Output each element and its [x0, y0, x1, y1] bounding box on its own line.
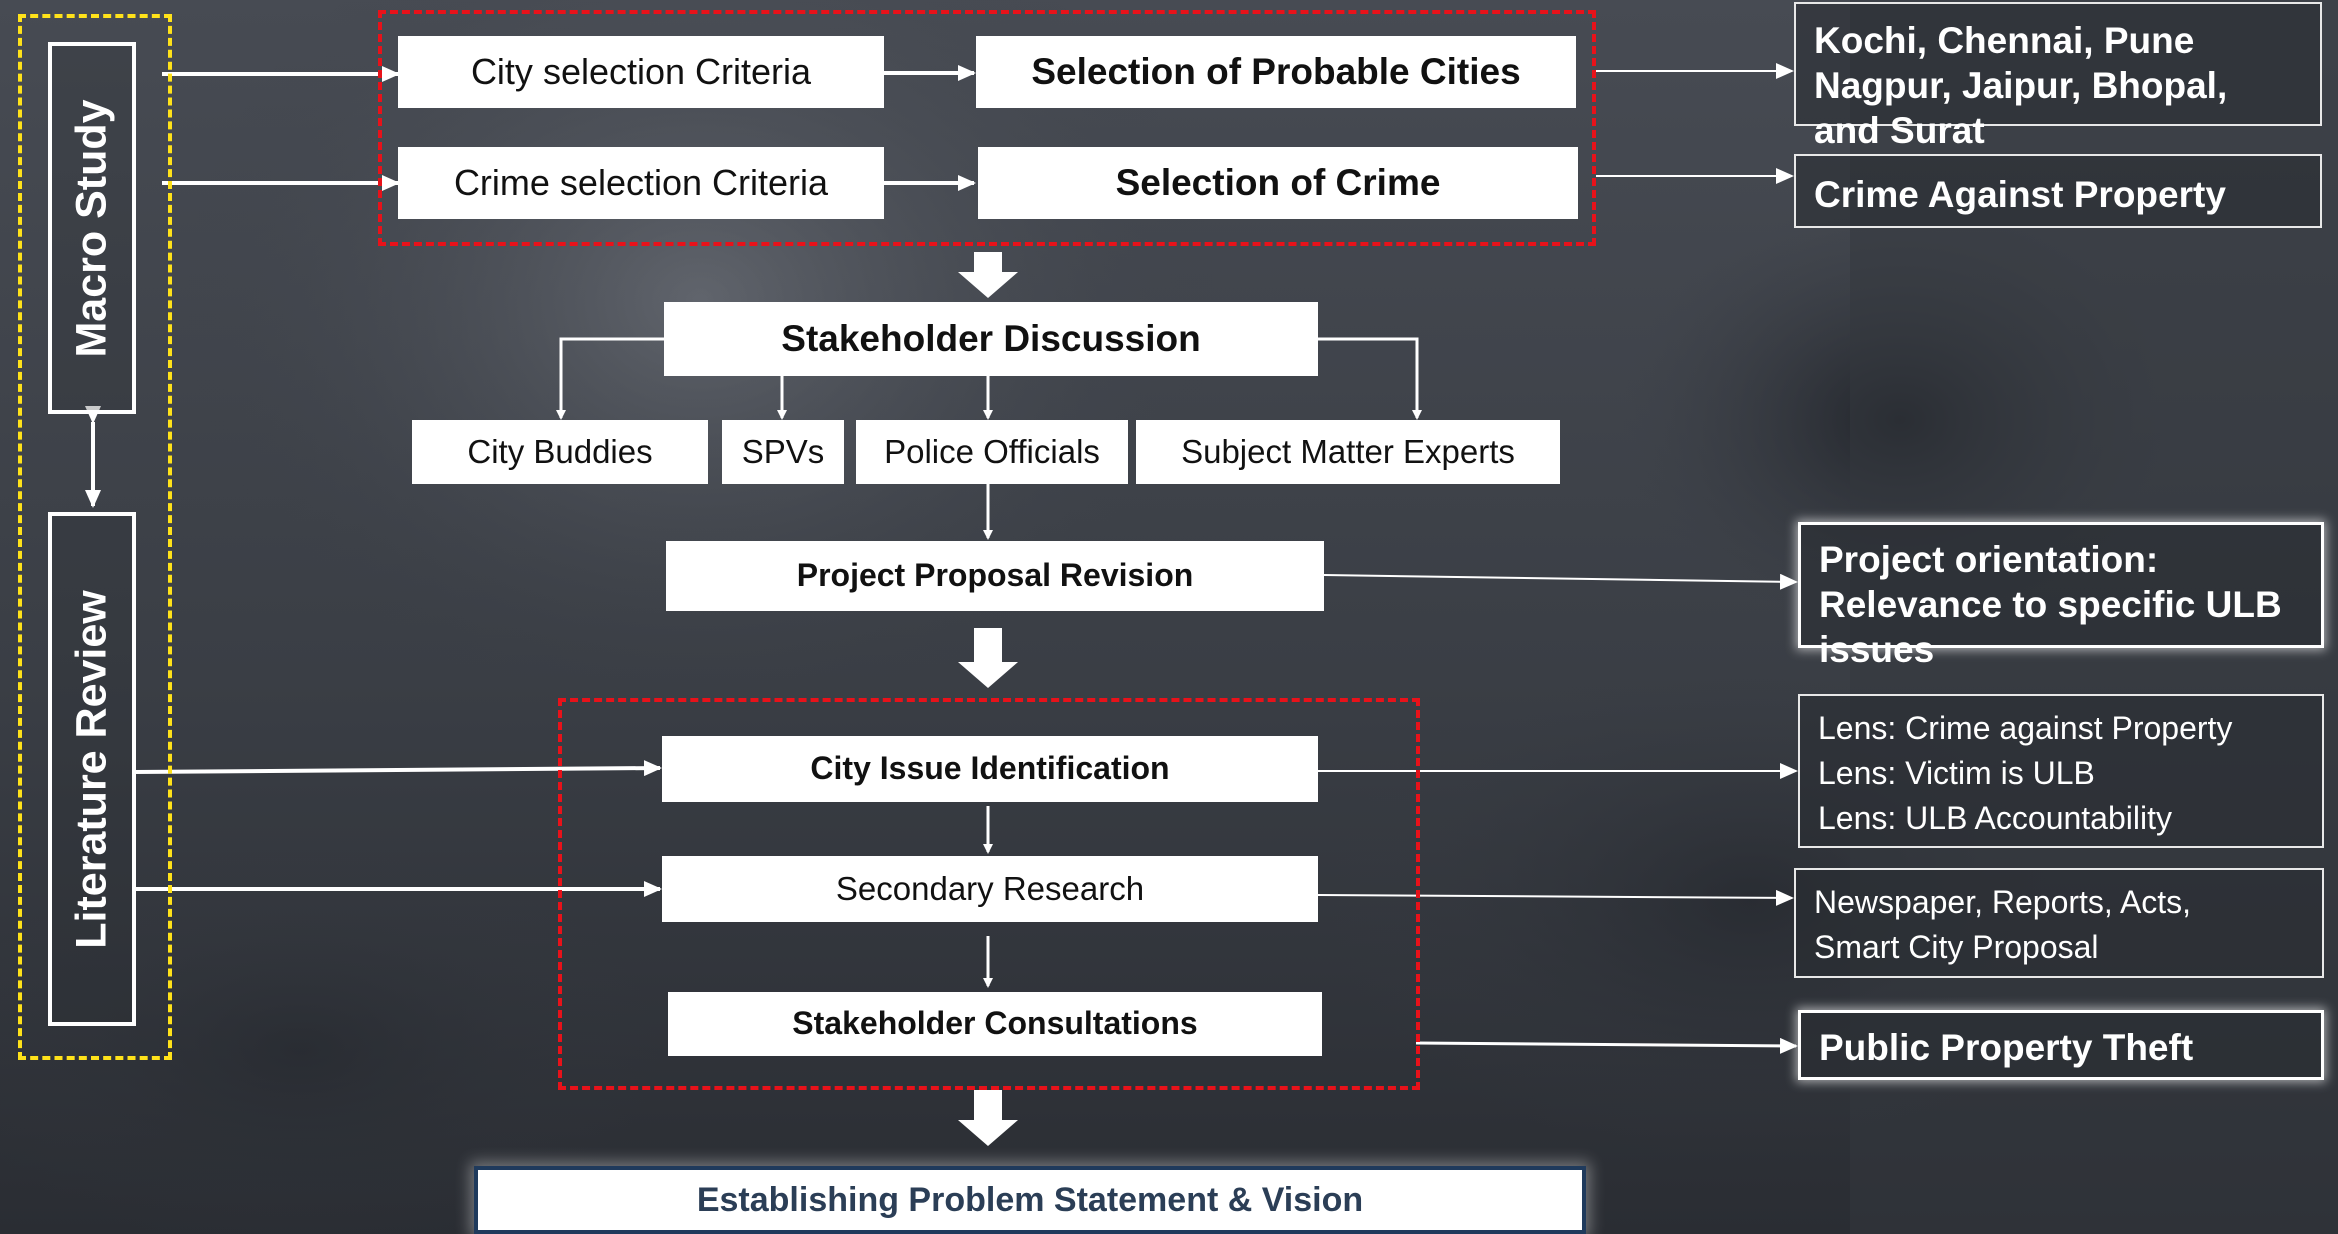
outcome-cities-box: Kochi, Chennai, Pune Nagpur, Jaipur, Bho…	[1794, 2, 2322, 151]
selection-of-crime-box: Selection of Crime	[978, 147, 1578, 219]
city-issue-group-outline	[558, 698, 1420, 1090]
outcome-sources-box: Newspaper, Reports, Acts, Smart City Pro…	[1794, 868, 2324, 978]
literature-review-label: Literature Review	[67, 589, 116, 949]
subject-matter-experts-box: Subject Matter Experts	[1136, 420, 1560, 484]
city-issue-identification-box: City Issue Identification	[662, 736, 1318, 802]
arrow-literature-to-city-issue	[133, 760, 662, 777]
outcome-orientation-box: Project orientation: Relevance to specif…	[1798, 522, 2324, 670]
city-buddies-box: City Buddies	[412, 420, 708, 484]
literature-review-box: Literature Review	[48, 512, 136, 1026]
secondary-research-box: Secondary Research	[662, 856, 1318, 922]
selection-group-outline	[378, 10, 1596, 246]
macro-study-label: Macro Study	[67, 98, 116, 358]
source-line-2: Smart City Proposal	[1814, 928, 2099, 965]
source-line-1: Newspaper, Reports, Acts,	[1814, 884, 2192, 920]
arrow-consult-to-theft	[1415, 1037, 1798, 1054]
problem-statement-label: Establishing Problem Statement & Vision	[696, 1180, 1364, 1219]
spvs-box: SPVs	[722, 420, 844, 484]
crime-selection-criteria-box: Crime selection Criteria	[398, 147, 884, 219]
project-proposal-revision-box: Project Proposal Revision	[666, 541, 1324, 611]
outcome-crime-box: Crime Against Property	[1794, 154, 2322, 228]
branch-experts	[1318, 337, 1422, 420]
city-selection-criteria-box: City selection Criteria	[398, 36, 884, 108]
police-officials-box: Police Officials	[856, 420, 1128, 484]
branch-city-buddies	[556, 337, 664, 420]
problem-statement-box: Establishing Problem Statement & Vision	[474, 1166, 1586, 1234]
macro-study-box: Macro Study	[48, 42, 136, 414]
selection-of-probable-cities-box: Selection of Probable Cities	[976, 36, 1576, 108]
lens-1: Lens: Crime against Property	[1818, 710, 2233, 746]
lens-3: Lens: ULB Accountability	[1818, 799, 2172, 836]
stakeholder-consultations-box: Stakeholder Consultations	[668, 992, 1322, 1056]
outcome-lenses-box: Lens: Crime against Property Lens: Victi…	[1798, 694, 2324, 848]
left-group-outline	[18, 14, 172, 1060]
arrow-secondary-to-sources	[1317, 889, 1794, 906]
stakeholder-discussion-box: Stakeholder Discussion	[664, 302, 1318, 376]
lens-2: Lens: Victim is ULB	[1818, 754, 2095, 791]
outcome-theft-box: Public Property Theft	[1798, 1010, 2324, 1080]
arrow-revision-to-orientation	[1323, 573, 1798, 590]
